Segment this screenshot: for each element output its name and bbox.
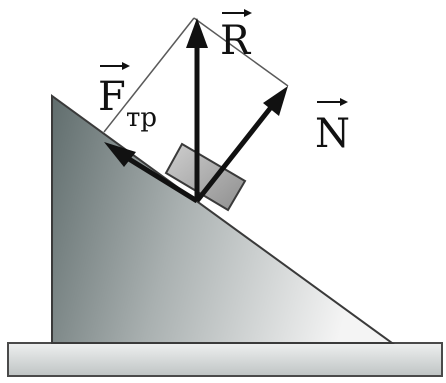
- resultant-force-arrowhead: [186, 18, 208, 48]
- friction-force-subscript: тр: [126, 103, 157, 133]
- vector-accent-arrow-icon: [100, 62, 130, 70]
- vector-accent-arrow-icon: [222, 9, 252, 17]
- normal-force-label: N: [315, 111, 350, 157]
- friction-force-arrowhead: [104, 142, 136, 167]
- construction-line-friction-to-resultant: [103, 17, 195, 133]
- vector-label-resultant: R: [220, 9, 252, 64]
- vector-label-friction: F тр: [98, 62, 157, 133]
- inclined-plane-wedge: [51, 94, 396, 344]
- vector-label-normal: N: [315, 98, 350, 157]
- resultant-force-label: R: [220, 18, 252, 64]
- normal-force-arrowhead: [263, 86, 288, 116]
- ground-base: [7, 342, 443, 377]
- normal-force-arrow: [195, 104, 274, 203]
- friction-force-arrow: [122, 153, 199, 204]
- force-arrows: [104, 18, 288, 204]
- friction-force-label: F: [98, 74, 126, 120]
- parallelogram-construction: [103, 17, 289, 133]
- vector-accent-arrow-icon: [317, 98, 348, 106]
- construction-line-normal-to-resultant: [193, 17, 289, 87]
